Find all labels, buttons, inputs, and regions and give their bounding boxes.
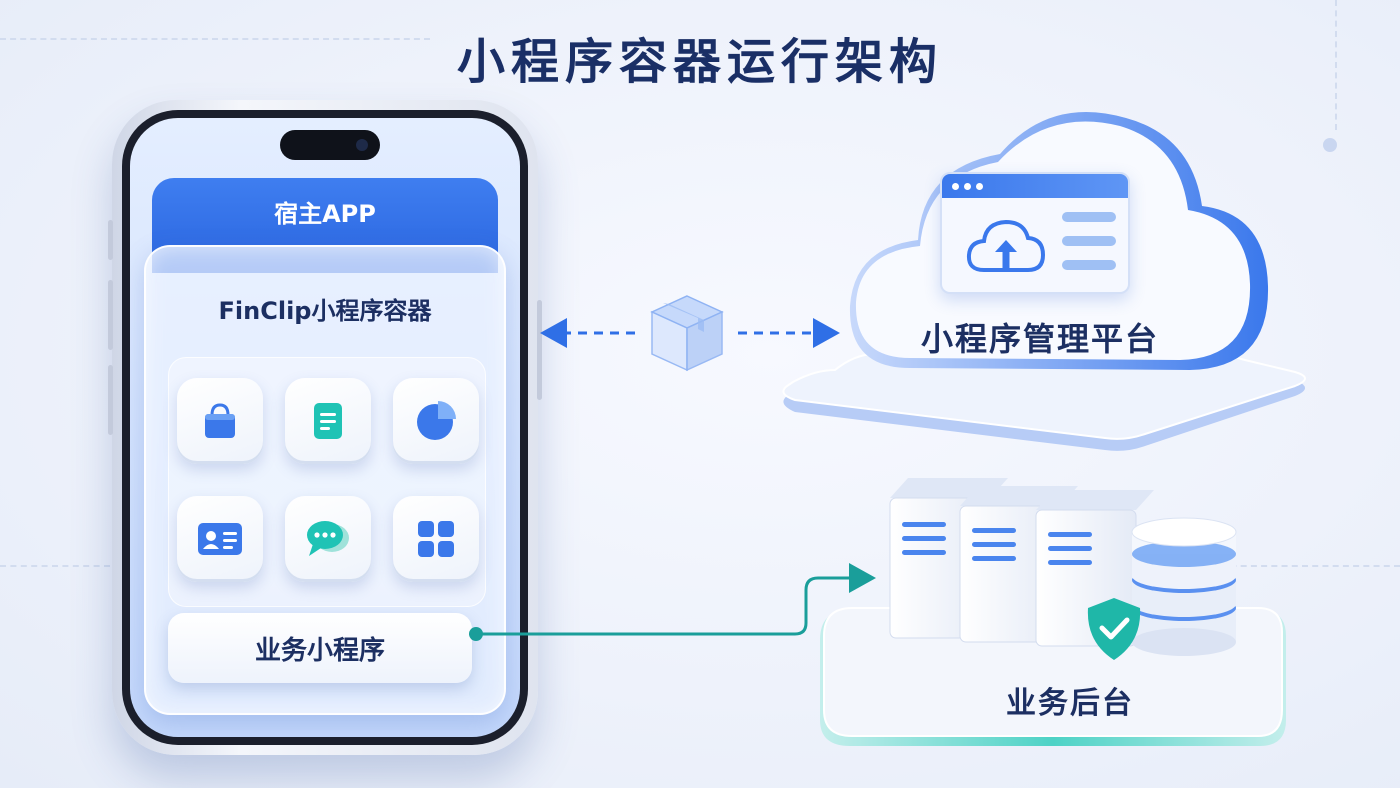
- phone-side-button: [108, 280, 113, 350]
- backend-connector-line: [476, 563, 876, 636]
- dynamic-island: [280, 130, 380, 160]
- grid-apps-icon: [418, 521, 454, 557]
- id-card-icon: [198, 523, 242, 555]
- window-text-line: [1062, 260, 1116, 270]
- camera-icon: [356, 139, 368, 151]
- phone-side-button: [537, 300, 542, 400]
- miniprogram-grid: [168, 357, 486, 607]
- decorative-dashed-line: [1335, 0, 1337, 130]
- decorative-dashed-line: [0, 565, 110, 567]
- window-text-line: [1062, 212, 1116, 222]
- business-miniprogram-button[interactable]: 业务小程序: [168, 613, 472, 683]
- diagram-title: 小程序容器运行架构: [456, 34, 943, 90]
- app-tile-shopping[interactable]: [177, 378, 263, 464]
- cloud-upload-icon: [966, 219, 1046, 272]
- platform-label: 小程序管理平台: [920, 320, 1159, 358]
- decorative-dot: [1323, 138, 1337, 152]
- window-dot: [964, 183, 971, 190]
- host-app-label: 宿主APP: [274, 200, 376, 228]
- decorative-dashed-line: [1210, 565, 1400, 567]
- app-tile-chart[interactable]: [393, 378, 479, 464]
- pie-chart-icon: [417, 401, 456, 440]
- window-title-bar: [942, 174, 1128, 198]
- document-icon: [314, 403, 342, 439]
- platform-window-card: [940, 172, 1130, 294]
- phone-side-button: [108, 365, 113, 435]
- shopping-bag-icon: [205, 403, 235, 438]
- window-dot: [976, 183, 983, 190]
- app-tile-more[interactable]: [393, 496, 479, 582]
- backend-servers: [820, 478, 1286, 746]
- app-tile-chat[interactable]: [285, 496, 371, 582]
- phone-bezel: 宿主APP FinClip小程序容器: [122, 110, 528, 745]
- phone-screen: 宿主APP FinClip小程序容器: [130, 118, 520, 737]
- decorative-dashed-line: [0, 38, 430, 40]
- window-text-line: [1062, 236, 1116, 246]
- app-tile-contact[interactable]: [177, 496, 263, 582]
- window-dot: [952, 183, 959, 190]
- backend-label: 业务后台: [1006, 686, 1134, 721]
- database-icon: [1131, 517, 1237, 656]
- chat-bubble-icon: [307, 521, 349, 556]
- shield-check-icon: [1087, 598, 1141, 660]
- phone-side-button: [108, 220, 113, 260]
- app-tile-document[interactable]: [285, 378, 371, 464]
- cloud-platform-base: [782, 353, 1306, 451]
- miniprogram-container-panel: FinClip小程序容器: [144, 245, 506, 715]
- package-box-icon: [650, 295, 724, 372]
- phone-device: 宿主APP FinClip小程序容器: [108, 100, 542, 755]
- container-label: FinClip小程序容器: [218, 297, 432, 325]
